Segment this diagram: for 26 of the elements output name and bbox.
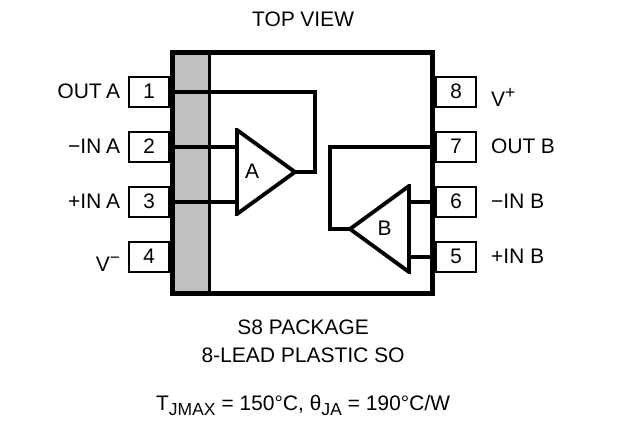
pin-number: 5	[435, 241, 477, 273]
package-label: 8-LEAD PLASTIC SO	[200, 344, 406, 368]
package-body-drawing	[170, 50, 435, 296]
amplifier-label: B	[378, 217, 392, 241]
pin-number: 4	[128, 241, 170, 273]
op-amp-triangle	[348, 184, 411, 274]
wire	[170, 90, 317, 174]
pin-label: OUT B	[491, 135, 555, 159]
package-label: S8 PACKAGE	[236, 316, 370, 340]
pin-label: +IN A	[68, 190, 120, 214]
pin-number: 7	[435, 131, 477, 163]
pin-number: 8	[435, 76, 477, 108]
pin-label: +IN B	[491, 245, 544, 269]
pin-label: V$^{−}$	[96, 246, 120, 277]
pin-number: 1	[128, 76, 170, 108]
thermal-spec: T$_{JMAX}$ = 150°C, θ$_{JA}$ = 190°C/W	[154, 392, 452, 422]
pin-number: 3	[128, 186, 170, 218]
op-amp-triangle	[235, 128, 297, 216]
pin-label: OUT A	[57, 80, 120, 104]
amplifier-label: A	[245, 160, 260, 184]
pin-number: 2	[128, 131, 170, 163]
pin-label: −IN B	[491, 190, 544, 214]
view-title: TOP VIEW	[251, 8, 355, 32]
pin-number: 6	[435, 186, 477, 218]
pin-label: V$^{+}$	[491, 81, 516, 112]
pin-label: −IN A	[68, 135, 120, 159]
